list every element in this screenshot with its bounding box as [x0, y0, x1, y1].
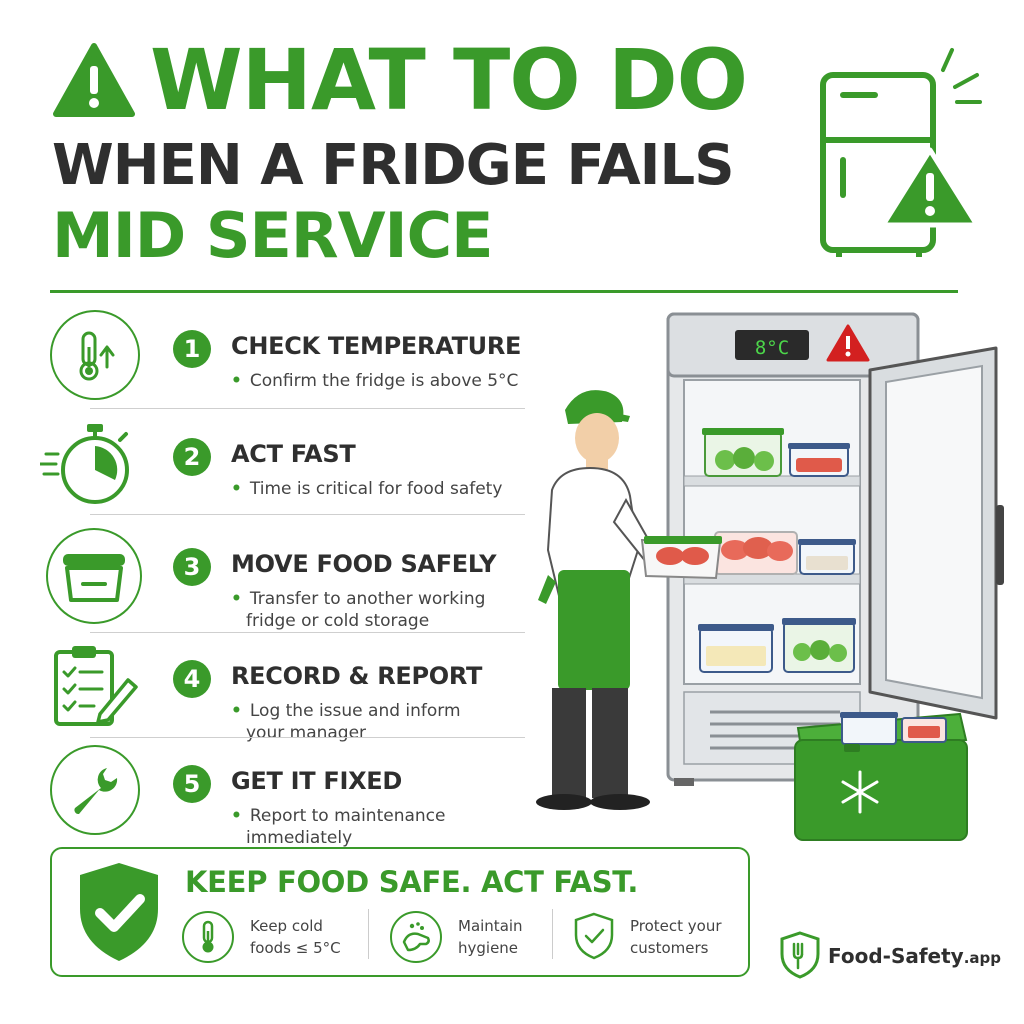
step-title: GET IT FIXED — [231, 767, 403, 795]
headline-line-1: WHAT TO DO — [150, 31, 748, 129]
step-2: 2 ACT FAST •Time is critical for food sa… — [38, 418, 525, 518]
headline-line-2: WHEN A FRIDGE FAILS — [52, 133, 735, 198]
banner-title: KEEP FOOD SAFE. ACT FAST. — [185, 865, 639, 899]
thermometer-up-icon — [50, 310, 140, 400]
shield-fork-icon — [780, 931, 820, 979]
tip-protect: Protect your customers — [572, 911, 747, 967]
step-title: RECORD & REPORT — [231, 662, 483, 690]
tip-text-line2: foods ≤ 5°C — [250, 939, 341, 957]
step-divider — [90, 408, 525, 409]
step-description: •Time is critical for food safety — [231, 479, 503, 499]
headline-line-3: MID SERVICE — [52, 199, 493, 272]
warning-triangle-icon — [53, 43, 135, 117]
fridge-temperature-display: 8°C — [754, 337, 790, 359]
tip-text-line2: customers — [630, 939, 709, 957]
step-divider — [90, 632, 525, 633]
brand-name: Food-Safety — [828, 944, 964, 968]
step-description: •Report to maintenance immediately — [231, 806, 446, 848]
step-number: 1 — [173, 330, 211, 368]
header-divider — [50, 290, 958, 293]
step-title: ACT FAST — [231, 440, 356, 468]
step-title: MOVE FOOD SAFELY — [231, 550, 497, 578]
step-description: •Transfer to another working fridge or c… — [231, 589, 486, 631]
shield-check-icon — [80, 863, 158, 961]
step-1: 1 CHECK TEMPERATURE •Confirm the fridge … — [50, 310, 525, 410]
step-5: 5 GET IT FIXED •Report to maintenance im… — [50, 745, 525, 848]
tip-text-line1: Keep cold — [250, 917, 323, 935]
step-divider — [90, 514, 525, 515]
tip-keep-cold: Keep cold foods ≤ 5°C — [182, 911, 372, 967]
tip-text-line1: Protect your — [630, 917, 722, 935]
fridge-scene-illustration — [536, 312, 1004, 841]
step-divider — [90, 737, 525, 738]
step-description: •Log the issue and inform your manager — [231, 701, 461, 743]
shield-check-icon — [572, 911, 620, 963]
brand-suffix: .app — [963, 949, 1002, 967]
summary-banner: KEEP FOOD SAFE. ACT FAST. Keep cold food… — [50, 847, 750, 977]
clipboard-icon — [50, 642, 140, 732]
step-3: 3 MOVE FOOD SAFELY •Transfer to another … — [46, 528, 525, 631]
wrench-icon — [50, 745, 140, 835]
tip-hygiene: Maintain hygiene — [390, 911, 570, 967]
container-icon — [46, 528, 142, 624]
step-number: 3 — [173, 548, 211, 586]
handwash-icon — [390, 911, 442, 963]
thermometer-icon — [182, 911, 234, 963]
step-number: 4 — [173, 660, 211, 698]
fridge-warning-icon — [820, 48, 982, 257]
stopwatch-icon — [38, 418, 140, 510]
tip-divider — [552, 909, 553, 959]
step-description: •Confirm the fridge is above 5°C — [231, 371, 519, 391]
step-4: 4 RECORD & REPORT •Log the issue and inf… — [50, 640, 525, 743]
tip-text-line1: Maintain — [458, 917, 523, 935]
step-number: 5 — [173, 765, 211, 803]
tip-text-line2: hygiene — [458, 939, 519, 957]
step-number: 2 — [173, 438, 211, 476]
step-title: CHECK TEMPERATURE — [231, 332, 522, 360]
tip-divider — [368, 909, 369, 959]
